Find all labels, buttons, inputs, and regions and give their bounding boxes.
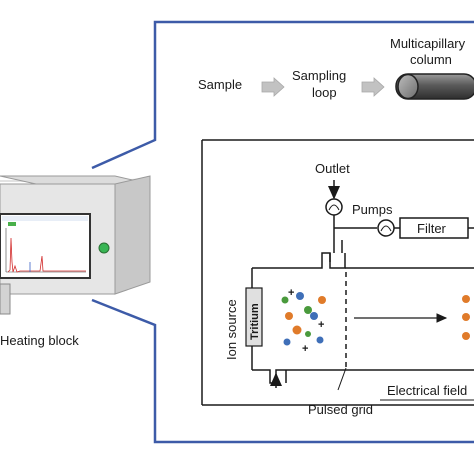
ion: [304, 306, 312, 314]
pumps-label: Pumps: [352, 202, 393, 217]
sampling-loop-label-2: loop: [312, 85, 337, 100]
column-label-2: column: [410, 52, 452, 67]
tritium-box: [245, 287, 263, 347]
column-label-1: Multicapillary: [390, 36, 466, 51]
drift-tube: [251, 252, 474, 391]
sampling-loop-label-1: Sampling: [292, 68, 346, 83]
ion: [285, 312, 293, 320]
multicapillary-column: [395, 73, 474, 100]
ims-device: Heating block: [0, 175, 151, 348]
ion: [318, 296, 326, 304]
device-side-face: [114, 175, 151, 295]
ion-source: Ion source Tritium: [224, 287, 263, 360]
outlet-pump-icon: [325, 198, 343, 216]
ion: [292, 325, 302, 335]
ion: [310, 312, 318, 320]
electrical-field-label: Electrical field: [387, 383, 467, 398]
ions-reaction-region: + + +: [281, 287, 326, 355]
flow-arrow-1: [261, 77, 285, 97]
ion-source-label: Ion source: [224, 299, 239, 360]
ions-drift-region: [462, 295, 470, 340]
display-header-bar: [2, 216, 88, 221]
tritium-label: Tritium: [249, 303, 261, 340]
heating-block-label: Heating block: [0, 333, 79, 348]
ion: [305, 331, 311, 337]
heating-block-part: [0, 283, 11, 315]
zoom-connector: [91, 20, 474, 444]
sample-flow: Sample Sampling loop Multicapillary colu…: [198, 36, 474, 100]
ion: [283, 338, 291, 346]
ion: [281, 296, 289, 304]
flow-arrow-2: [361, 77, 385, 97]
ion: [462, 295, 470, 303]
filter-label: Filter: [417, 221, 447, 236]
ion: [316, 336, 324, 344]
display-green-tab: [8, 222, 16, 226]
plus-sign: +: [288, 287, 294, 299]
plus-sign: +: [302, 343, 308, 355]
plus-sign: +: [318, 319, 324, 331]
outlet-label: Outlet: [315, 161, 350, 176]
ion: [296, 292, 304, 300]
ion: [462, 332, 470, 340]
display-spectrum: [5, 228, 86, 273]
ims-detail-box: [201, 139, 474, 406]
pump-icon: [377, 219, 395, 237]
sample-label: Sample: [198, 77, 242, 92]
gas-circuit: Outlet Pumps Filter: [315, 161, 474, 262]
pulsed-grid-label: Pulsed grid: [308, 402, 373, 417]
ion: [462, 313, 470, 321]
device-status-led: [98, 242, 110, 254]
